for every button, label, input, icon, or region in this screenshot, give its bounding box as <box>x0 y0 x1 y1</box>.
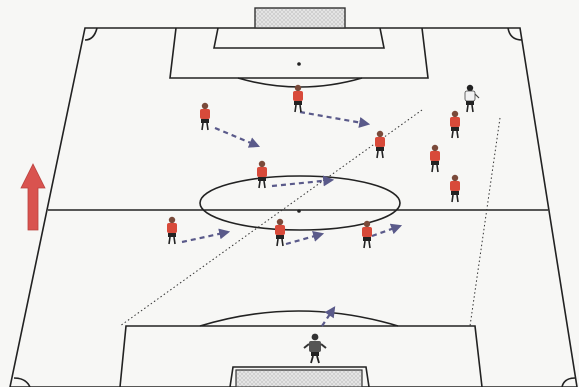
opponent-player <box>465 85 479 112</box>
top-goal-net <box>255 8 345 28</box>
attacker-player <box>450 111 460 138</box>
pass-arrow <box>322 308 334 326</box>
corner-arc-bottom-right <box>562 378 575 387</box>
attacker-players <box>167 85 460 248</box>
guide-lines <box>120 110 500 326</box>
arrow-up-icon <box>21 164 45 230</box>
movement-arrows <box>182 112 400 326</box>
attacker-player <box>167 217 177 244</box>
right-channel-guide-line <box>470 118 500 326</box>
pitch-boundary <box>10 28 577 387</box>
attacker-player <box>257 161 267 188</box>
attacker-player <box>450 175 460 202</box>
corner-arc-bottom-left <box>14 378 30 387</box>
bottom-penalty-arc <box>200 311 398 326</box>
top-goal-box <box>214 28 384 48</box>
attacker-player <box>275 219 285 246</box>
attacker-player <box>375 131 385 158</box>
attacker-player <box>200 103 210 130</box>
goalkeeper-player <box>304 334 326 363</box>
pass-arrow <box>215 128 258 146</box>
pitch <box>10 8 577 387</box>
attacker-player <box>430 145 440 172</box>
center-spot <box>297 209 301 213</box>
bottom-goal-net <box>236 370 362 387</box>
attacker-player <box>362 221 372 248</box>
pass-arrow <box>182 232 228 242</box>
top-penalty-box <box>170 28 428 78</box>
pass-arrow <box>272 180 332 186</box>
corner-arc-top-left <box>85 28 97 40</box>
pass-arrow <box>300 112 368 124</box>
pass-arrow <box>286 234 322 244</box>
top-penalty-spot <box>297 62 301 66</box>
attacker-player <box>293 85 303 112</box>
pass-arrow <box>372 226 400 236</box>
